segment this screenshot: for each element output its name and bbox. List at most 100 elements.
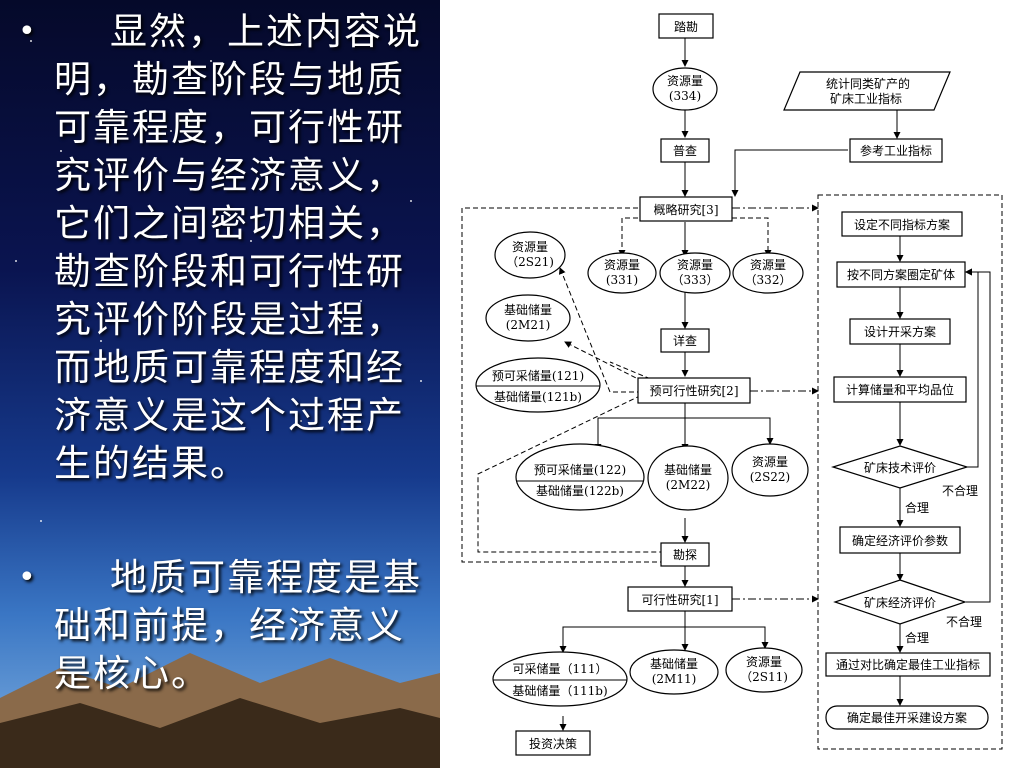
label-pre122-2: 基础储量(122b) xyxy=(536,483,624,498)
label-res334-2: (334) xyxy=(669,89,701,103)
node-labels: 踏勘 资源量 (334) 普查 统计同类矿产的 矿床工业指标 参考工业指标 概略… xyxy=(492,20,980,751)
flowchart-panel: 踏勘 资源量 (334) 普查 统计同类矿产的 矿床工业指标 参考工业指标 概略… xyxy=(440,0,1024,768)
ellipse-dividers xyxy=(476,385,644,681)
label-jishu: 矿床技术评价 xyxy=(864,461,936,475)
label-xiangcha: 详查 xyxy=(673,333,697,348)
box-touzi xyxy=(515,730,591,756)
ellipse-base2m22 xyxy=(647,445,729,511)
dashed-frames xyxy=(461,194,1003,750)
ellipse-pre122 xyxy=(515,443,645,511)
box-gailue xyxy=(639,196,733,222)
paragraph-1: • 显然，上述内容说明，勘查阶段与地质可靠程度，可行性研究评价与经济意义，它们之… xyxy=(18,8,422,488)
label-buheli-1: 不合理 xyxy=(942,483,978,498)
star xyxy=(30,40,32,42)
label-pre122-1: 预可采储量(122) xyxy=(534,462,626,477)
label-res331-2: (331) xyxy=(606,273,638,287)
label-buheli-2: 不合理 xyxy=(946,614,982,629)
star xyxy=(300,420,302,422)
box-kantan xyxy=(658,13,714,39)
label-res2s22-1: 资源量 xyxy=(752,455,788,469)
star xyxy=(210,60,212,62)
ellipse-res2s11 xyxy=(725,647,803,693)
box-jisuan xyxy=(833,376,967,403)
star xyxy=(410,200,412,202)
label-base2m11-2: (2M11) xyxy=(652,672,697,686)
ellipse-res333 xyxy=(659,252,731,294)
star xyxy=(290,110,292,112)
ellipse-base2m21 xyxy=(485,294,571,342)
ellipse-res331 xyxy=(587,252,657,294)
box-tongguo xyxy=(825,652,991,677)
label-jisuan: 计算储量和平均品位 xyxy=(846,382,954,397)
box-yukexing xyxy=(637,377,751,404)
ellipse-res2s21 xyxy=(494,231,566,279)
label-tongji-2: 矿床工业指标 xyxy=(830,91,902,106)
flowchart: 踏勘 资源量 (334) 普查 统计同类矿产的 矿床工业指标 参考工业指标 概略… xyxy=(461,13,1003,756)
label-res332-1: 资源量 xyxy=(750,258,786,272)
label-res332-2: （332） xyxy=(745,273,792,287)
star xyxy=(360,300,362,302)
paragraph-2: • 地质可靠程度是基础和前提，经济意义是核心。 xyxy=(18,554,422,698)
label-mine111-1: 可采储量（111） xyxy=(513,661,608,676)
label-kantan: 踏勘 xyxy=(674,20,698,34)
box-quanding xyxy=(836,261,966,288)
label-res2s21-2: （2S21) xyxy=(506,255,554,269)
box-xiangcha xyxy=(660,328,710,353)
label-queding: 确定经济评价参数 xyxy=(852,533,948,548)
ellipse-base2m11 xyxy=(629,649,719,695)
right-dashed-frame xyxy=(817,194,1003,750)
star xyxy=(250,240,252,242)
paragraph-1-text: 显然，上述内容说明，勘查阶段与地质可靠程度，可行性研究评价与经济意义，它们之间密… xyxy=(54,10,422,485)
label-tongji-1: 统计同类矿产的 xyxy=(826,76,910,91)
label-res2s21-1: 资源量 xyxy=(512,240,548,254)
star xyxy=(180,470,182,472)
flow-boxes xyxy=(515,13,991,756)
label-base2m22-2: (2M22) xyxy=(666,478,711,492)
label-res331-1: 资源量 xyxy=(604,258,640,272)
ellipse-pre121 xyxy=(475,357,601,413)
star xyxy=(420,380,422,382)
label-res2s22-2: (2S22) xyxy=(750,470,791,484)
box-kexing xyxy=(627,586,733,612)
label-base2m11-1: 基础储量 xyxy=(650,656,698,671)
diamond-jingji xyxy=(833,579,967,625)
label-zuijia: 确定最佳开采建设方案 xyxy=(847,710,967,725)
lower-dashed-loop xyxy=(477,391,668,553)
ellipse-res2s22 xyxy=(731,443,809,497)
label-heli-1: 合理 xyxy=(905,500,929,515)
label-pre121-1: 预可采储量(121) xyxy=(492,368,584,383)
dashed-connectors xyxy=(558,217,772,393)
star xyxy=(120,22,122,24)
star xyxy=(60,150,62,152)
box-sheding xyxy=(841,211,963,237)
ellipse-mine111 xyxy=(492,651,628,707)
paragraph-2-text: 地质可靠程度是基础和前提，经济意义是核心。 xyxy=(54,556,422,695)
label-kantan2: 勘探 xyxy=(673,548,697,562)
flow-ellipses xyxy=(475,67,809,707)
label-quanding: 按不同方案圈定矿体 xyxy=(847,267,955,282)
ellipse-res334 xyxy=(652,67,718,111)
label-tongguo: 通过对比确定最佳工业指标 xyxy=(836,657,980,672)
star xyxy=(40,520,42,522)
label-base2m22-1: 基础储量 xyxy=(664,462,712,477)
label-res333-1: 资源量 xyxy=(677,258,713,272)
left-dashed-loop xyxy=(461,207,668,563)
star xyxy=(170,130,172,132)
label-yukexing: 预可行性研究[2] xyxy=(650,383,739,398)
label-mine111-2: 基础储量（111b) xyxy=(512,683,607,698)
label-puzha: 普查 xyxy=(673,144,697,158)
label-res333-2: （333） xyxy=(672,273,719,287)
diamond-jishu xyxy=(830,445,970,489)
label-touzi: 投资决策 xyxy=(529,736,577,751)
label-heli-2: 合理 xyxy=(905,630,929,645)
box-sheji xyxy=(849,318,951,345)
box-kantan2 xyxy=(660,542,710,567)
label-pre121-2: 基础储量(121b) xyxy=(494,389,582,404)
box-queding xyxy=(839,526,961,554)
decision-labels: 不合理 合理 不合理 合理 xyxy=(905,483,982,645)
mountain-silhouette xyxy=(0,653,440,768)
left-text-panel: • 显然，上述内容说明，勘查阶段与地质可靠程度，可行性研究评价与经济意义，它们之… xyxy=(0,0,440,768)
bullet-icon: • xyxy=(18,14,38,49)
box-puzha xyxy=(660,138,710,163)
box-cankao xyxy=(849,138,943,163)
